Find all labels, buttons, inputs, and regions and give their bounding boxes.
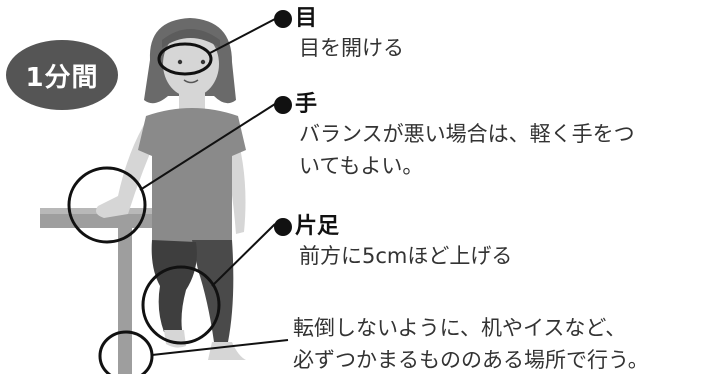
hand-leader-line — [139, 103, 276, 191]
foot-label-title: 片足 — [295, 214, 340, 239]
foot-leader-line — [211, 223, 276, 287]
eye-focus-circle — [157, 42, 213, 76]
duration-badge: 1分間 — [6, 40, 118, 110]
foot-label-desc: 前方に5cmほど上げる — [299, 244, 513, 268]
bullet-icon — [274, 218, 292, 236]
eye-label: 目 目を開ける — [274, 6, 404, 64]
eye-label-title: 目 — [295, 6, 318, 31]
eye-label-desc: 目を開ける — [299, 36, 404, 60]
safety-note-line2: 必ずつかまるもののある場所で行う。 — [293, 348, 649, 372]
safety-note-line1: 転倒しないように、机やイスなど、 — [293, 316, 627, 340]
eye-leader-line — [209, 18, 276, 54]
hand-label-title: 手 — [295, 92, 318, 117]
bullet-icon — [274, 96, 292, 114]
table-illustration — [40, 208, 152, 374]
safety-note: 転倒しないように、机やイスなど、 必ずつかまるもののある場所で行う。 — [293, 312, 649, 376]
floor-leader-line — [151, 339, 289, 356]
foot-label: 片足 前方に5cmほど上げる — [274, 214, 512, 272]
bullet-icon — [274, 10, 292, 28]
foot-focus-circle — [141, 265, 221, 345]
hand-label: 手 バランスが悪い場合は、軽く手をつ いてもよい。 — [274, 92, 635, 182]
hand-label-desc-line2: いてもよい。 — [299, 154, 424, 178]
hand-focus-circle — [67, 166, 147, 244]
hand-label-desc-line1: バランスが悪い場合は、軽く手をつ — [299, 122, 635, 146]
floor-focus-circle — [98, 330, 154, 374]
